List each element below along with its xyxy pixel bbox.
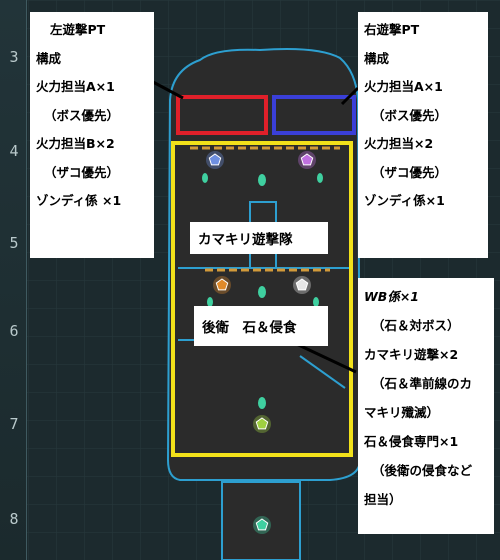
mantis-squad-label: カマキリ遊撃隊 <box>190 222 328 254</box>
marker-white-player <box>293 276 311 294</box>
rear-team-line: WB係×1 <box>364 289 419 304</box>
right-team-note: 右遊撃PT 構成 火力担当A×1 （ボス優先） 火力担当×2 （ザコ優先） ゾン… <box>358 12 488 258</box>
rear-team-line: 担当） <box>364 492 402 507</box>
rear-team-line: カマキリ遊撃×2 <box>364 347 459 362</box>
left-team-title: 左遊撃PT <box>50 22 106 37</box>
marker-blue-player <box>206 151 224 169</box>
row-label-8: 8 <box>9 510 19 528</box>
row-ruler: 3 4 5 6 7 8 <box>0 0 27 560</box>
marker-orange-player <box>213 276 231 294</box>
left-team-line: ゾンディ係 ×1 <box>36 193 122 208</box>
rear-team-line: 石＆侵食専門×1 <box>364 434 459 449</box>
rear-team-frame <box>171 141 353 457</box>
marker-purple-player <box>298 151 316 169</box>
rear-team-line: マキリ殲滅） <box>364 405 440 420</box>
rear-wall-right <box>299 355 346 389</box>
right-team-frame <box>272 95 356 135</box>
left-team-line: 火力担当B×2 <box>36 136 115 151</box>
left-team-line: （ザコ優先） <box>44 164 120 180</box>
row-label-6: 6 <box>9 322 19 340</box>
right-team-line: （ザコ優先） <box>372 164 448 180</box>
right-team-line: 火力担当×2 <box>364 136 434 151</box>
row-label-5: 5 <box>9 234 19 252</box>
right-team-line: ゾンディ係×1 <box>364 193 445 208</box>
right-team-line: 構成 <box>364 50 390 66</box>
left-team-line: 火力担当A×1 <box>36 79 115 94</box>
left-team-note: 左遊撃PT 構成 火力担当A×1 （ボス優先） 火力担当B×2 （ザコ優先） ゾ… <box>30 12 154 258</box>
rear-team-note: WB係×1 （石＆対ボス） カマキリ遊撃×2 （石＆準前線のカ マキリ殲滅） 石… <box>358 278 494 534</box>
row-label-7: 7 <box>9 415 19 433</box>
marker-teal-player <box>253 516 271 534</box>
right-team-title: 右遊撃PT <box>364 22 420 37</box>
left-team-frame <box>176 95 268 135</box>
marker-green-player <box>253 415 271 433</box>
rear-guard-label: 後衛 石＆侵食 <box>194 306 328 346</box>
rear-team-line: （石＆対ボス） <box>372 318 460 333</box>
right-team-line: （ボス優先） <box>372 107 448 123</box>
left-team-line: （ボス優先） <box>44 107 120 123</box>
row-label-3: 3 <box>9 48 19 66</box>
left-team-line: 構成 <box>36 50 62 66</box>
right-team-line: 火力担当A×1 <box>364 79 443 94</box>
rear-team-line: （石＆準前線のカ <box>372 376 473 391</box>
rear-team-line: （後衛の侵食など <box>372 463 473 478</box>
row-label-4: 4 <box>9 142 19 160</box>
